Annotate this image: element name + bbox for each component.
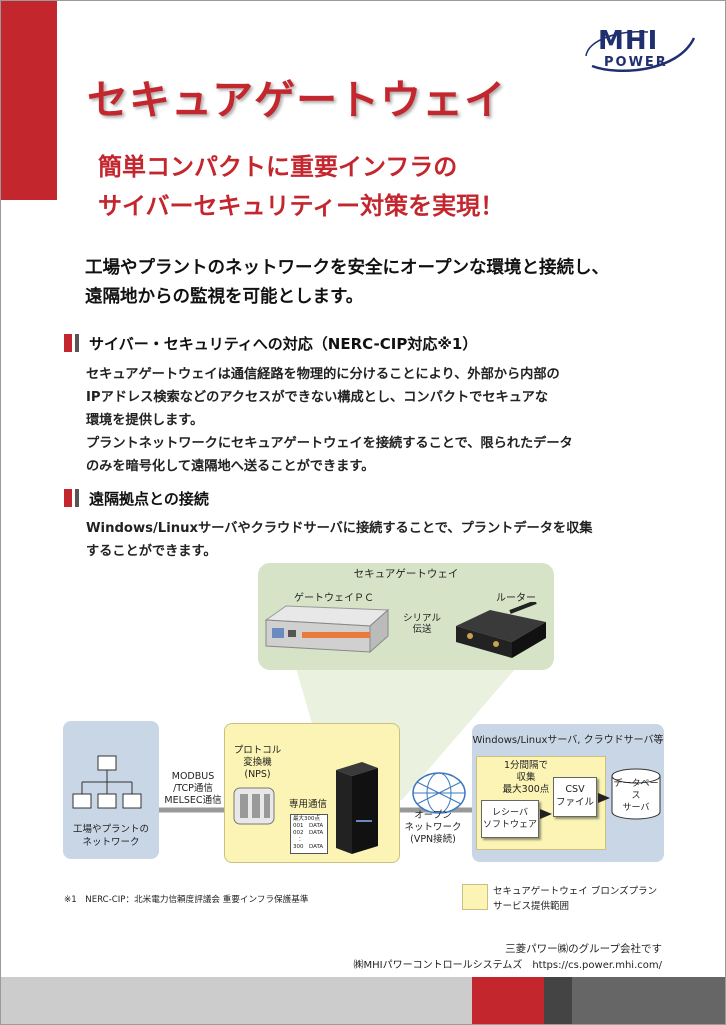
subtitle-line-2: サイバーセキュリティー対策を実現！ bbox=[98, 192, 505, 220]
section1-line: 環境を提供します。 bbox=[86, 413, 204, 428]
heading-marker bbox=[64, 489, 72, 507]
router-icon bbox=[456, 602, 546, 658]
footnote-nerc-cip: ※1 NERC-CIP：北米電力信頼度評議会 重要インフラ保護基準 bbox=[64, 895, 309, 905]
section2-line: することができます。 bbox=[86, 544, 217, 559]
secure-gateway-title: セキュアゲートウェイ bbox=[353, 568, 459, 580]
gateway-server-icon bbox=[336, 762, 378, 854]
factory-network-panel bbox=[63, 721, 159, 859]
database-server-label: データベース サーバ bbox=[613, 779, 659, 813]
company-name-url: ㈱MHIパワーコントロールシステムズ https://cs.power.mhi.… bbox=[353, 960, 662, 971]
serial-transmission-label: シリアル 伝送 bbox=[403, 613, 441, 635]
section-heading-text: サイバー・セキュリティへの対応（NERC-CIP対応※1） bbox=[89, 334, 478, 353]
lead-line-2: 遠隔地からの監視を可能とします。 bbox=[85, 287, 364, 307]
database-cylinder-icon bbox=[611, 768, 661, 820]
section-heading-text: 遠隔拠点との接続 bbox=[89, 489, 209, 508]
section1-line: プラントネットワークにセキュアゲートウェイを接続することで、限られたデータ bbox=[86, 436, 573, 451]
section1-line: のみを暗号化して遠隔地へ送ることができます。 bbox=[86, 459, 375, 474]
lead-line-1: 工場やプラントのネットワークを安全にオープンな環境と接続し、 bbox=[85, 258, 609, 278]
footer-red-block bbox=[472, 977, 544, 1025]
gateway-pc-label: ゲートウェイＰＣ bbox=[294, 593, 374, 604]
csv-file-box: CSV ファイル bbox=[553, 777, 597, 817]
data-points-box: 最大300点 001 DATA 002 DATA ： 300 DATA bbox=[290, 814, 328, 854]
collection-interval-label: 1分間隔で 収集 最大300点 bbox=[502, 760, 550, 795]
logo-mhi-text: MHI bbox=[598, 26, 659, 56]
arrow-right-icon bbox=[598, 793, 610, 803]
server-panel-title: Windows/Linuxサーバ, クラウドサーバ等 bbox=[472, 735, 664, 746]
heading-marker-dark bbox=[75, 334, 79, 352]
section1-line: IPアドレス検索などのアクセスができない構成とし、コンパクトでセキュアな bbox=[86, 390, 549, 405]
modbus-label: MODBUS /TCP通信 MELSEC通信 bbox=[164, 771, 222, 806]
subtitle-line-1: 簡単コンパクトに重要インフラの bbox=[98, 153, 458, 181]
router-label: ルーター bbox=[496, 593, 536, 604]
logo-swoosh-icon bbox=[585, 31, 696, 72]
arrow-right-icon bbox=[540, 809, 552, 819]
factory-network-label: 工場やプラントの ネットワーク bbox=[72, 824, 149, 848]
legend-swatch bbox=[462, 884, 488, 910]
page-title: セキュアゲートウェイ bbox=[87, 76, 507, 124]
receiver-software-box: レシーバ ソフトウェア bbox=[481, 800, 539, 838]
footer-dark-block bbox=[544, 977, 572, 1025]
section-heading-cybersecurity: サイバー・セキュリティへの対応（NERC-CIP対応※1） bbox=[64, 333, 477, 353]
heading-marker bbox=[64, 334, 72, 352]
protocol-converter-label: プロトコル 変換機 (NPS) bbox=[233, 745, 282, 780]
open-network-label: オープン ネットワーク (VPN接続) bbox=[404, 810, 462, 845]
protocol-converter-icon bbox=[233, 787, 275, 825]
section2-line: Windows/Linuxサーバやクラウドサーバに接続することで、プラントデータ… bbox=[86, 521, 593, 536]
section1-line: セキュアゲートウェイは通信経路を物理的に分けることにより、外部から内部の bbox=[86, 367, 560, 382]
mhi-power-logo: MHI POWER bbox=[578, 26, 698, 76]
open-network-globe-icon bbox=[412, 772, 466, 814]
heading-marker-dark bbox=[75, 489, 79, 507]
legend-text: セキュアゲートウェイ ブロンズプラン サービス提供範囲 bbox=[493, 886, 658, 912]
gateway-pc-icon bbox=[264, 605, 390, 654]
red-accent-bar bbox=[0, 0, 57, 200]
dedicated-communication-label: 専用通信 bbox=[289, 799, 328, 810]
footer-gray-block bbox=[572, 977, 726, 1025]
logo-power-text: POWER bbox=[604, 55, 668, 70]
company-group-line: 三菱パワー㈱のグループ会社です bbox=[505, 943, 662, 955]
network-tree-icon bbox=[72, 755, 142, 809]
section-heading-remote-connection: 遠隔拠点との接続 bbox=[64, 488, 209, 508]
